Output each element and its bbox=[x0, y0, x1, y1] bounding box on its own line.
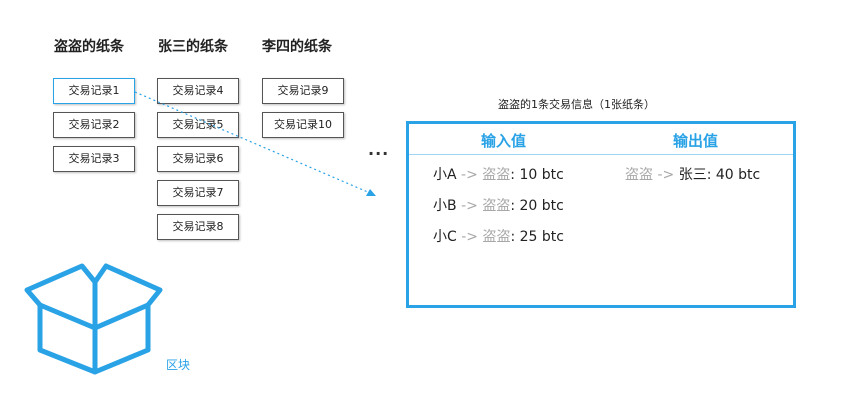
record-4: 交易记录4 bbox=[157, 78, 239, 104]
output-to: 张三 bbox=[678, 167, 707, 183]
record-2: 交易记录2 bbox=[53, 112, 135, 138]
input-to: 盗盗 bbox=[482, 229, 511, 245]
box-icon bbox=[24, 263, 163, 375]
input-amount: : 10 btc bbox=[510, 167, 564, 183]
paper-header: 输入值 输出值 bbox=[409, 124, 793, 155]
input-line-1: 小A -> 盗盗: 10 btc bbox=[433, 164, 564, 184]
arrow-text: -> bbox=[461, 229, 479, 245]
output-header: 输出值 bbox=[673, 132, 719, 150]
column-title-zhangsan: 张三的纸条 bbox=[158, 39, 228, 55]
record-7: 交易记录7 bbox=[157, 180, 239, 206]
output-from: 盗盗 bbox=[625, 167, 653, 183]
input-to: 盗盗 bbox=[482, 198, 511, 214]
arrow-text: -> bbox=[657, 167, 675, 183]
input-amount: : 20 btc bbox=[510, 198, 564, 214]
input-from: 小C bbox=[433, 229, 457, 245]
record-10: 交易记录10 bbox=[262, 112, 344, 138]
input-line-2: 小B -> 盗盗: 20 btc bbox=[433, 195, 564, 215]
output-amount: : 40 btc bbox=[706, 167, 761, 183]
column-title-daodao: 盗盗的纸条 bbox=[54, 39, 124, 55]
record-5: 交易记录5 bbox=[157, 112, 239, 138]
record-3: 交易记录3 bbox=[53, 146, 135, 172]
input-amount: : 25 btc bbox=[510, 229, 564, 245]
input-from: 小A bbox=[433, 167, 457, 183]
record-6: 交易记录6 bbox=[157, 146, 239, 172]
column-title-lisi: 李四的纸条 bbox=[262, 39, 332, 55]
input-line-3: 小C -> 盗盗: 25 btc bbox=[433, 226, 564, 246]
paper-caption: 盗盗的1条交易信息（1张纸条） bbox=[498, 98, 655, 111]
input-header: 输入值 bbox=[481, 132, 527, 150]
record-1: 交易记录1 bbox=[53, 78, 135, 104]
arrow-text: -> bbox=[461, 167, 478, 183]
more-ellipsis: ... bbox=[368, 140, 390, 159]
input-to: 盗盗 bbox=[482, 167, 511, 183]
block-label: 区块 bbox=[166, 358, 191, 372]
record-8: 交易记录8 bbox=[157, 214, 239, 240]
dotted-arrow bbox=[134, 91, 376, 196]
arrow-text: -> bbox=[461, 198, 478, 214]
record-9: 交易记录9 bbox=[262, 78, 344, 104]
output-line-1: 盗盗 -> 张三: 40 btc bbox=[625, 164, 760, 184]
input-from: 小B bbox=[433, 198, 457, 214]
transaction-paper: 输入值 输出值 小A -> 盗盗: 10 btc 小B -> 盗盗: 20 bt… bbox=[406, 121, 796, 308]
